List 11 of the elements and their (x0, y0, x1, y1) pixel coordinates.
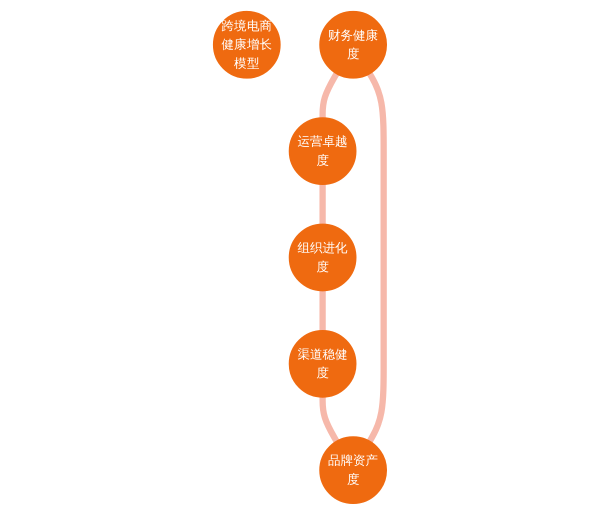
node-circle: 跨境电商健康增长模型 (212, 10, 281, 79)
connector (320, 290, 326, 330)
connector (367, 72, 387, 443)
node-circle: 运营卓越度 (288, 117, 357, 186)
connector (320, 72, 340, 118)
node-circle: 组织进化度 (288, 224, 357, 292)
node-circle: 财务健康度 (319, 10, 388, 79)
connector (320, 397, 340, 443)
node-circle: 渠道稳健度 (288, 330, 357, 398)
node-circle: 品牌资产度 (319, 436, 388, 504)
connector (320, 184, 326, 224)
